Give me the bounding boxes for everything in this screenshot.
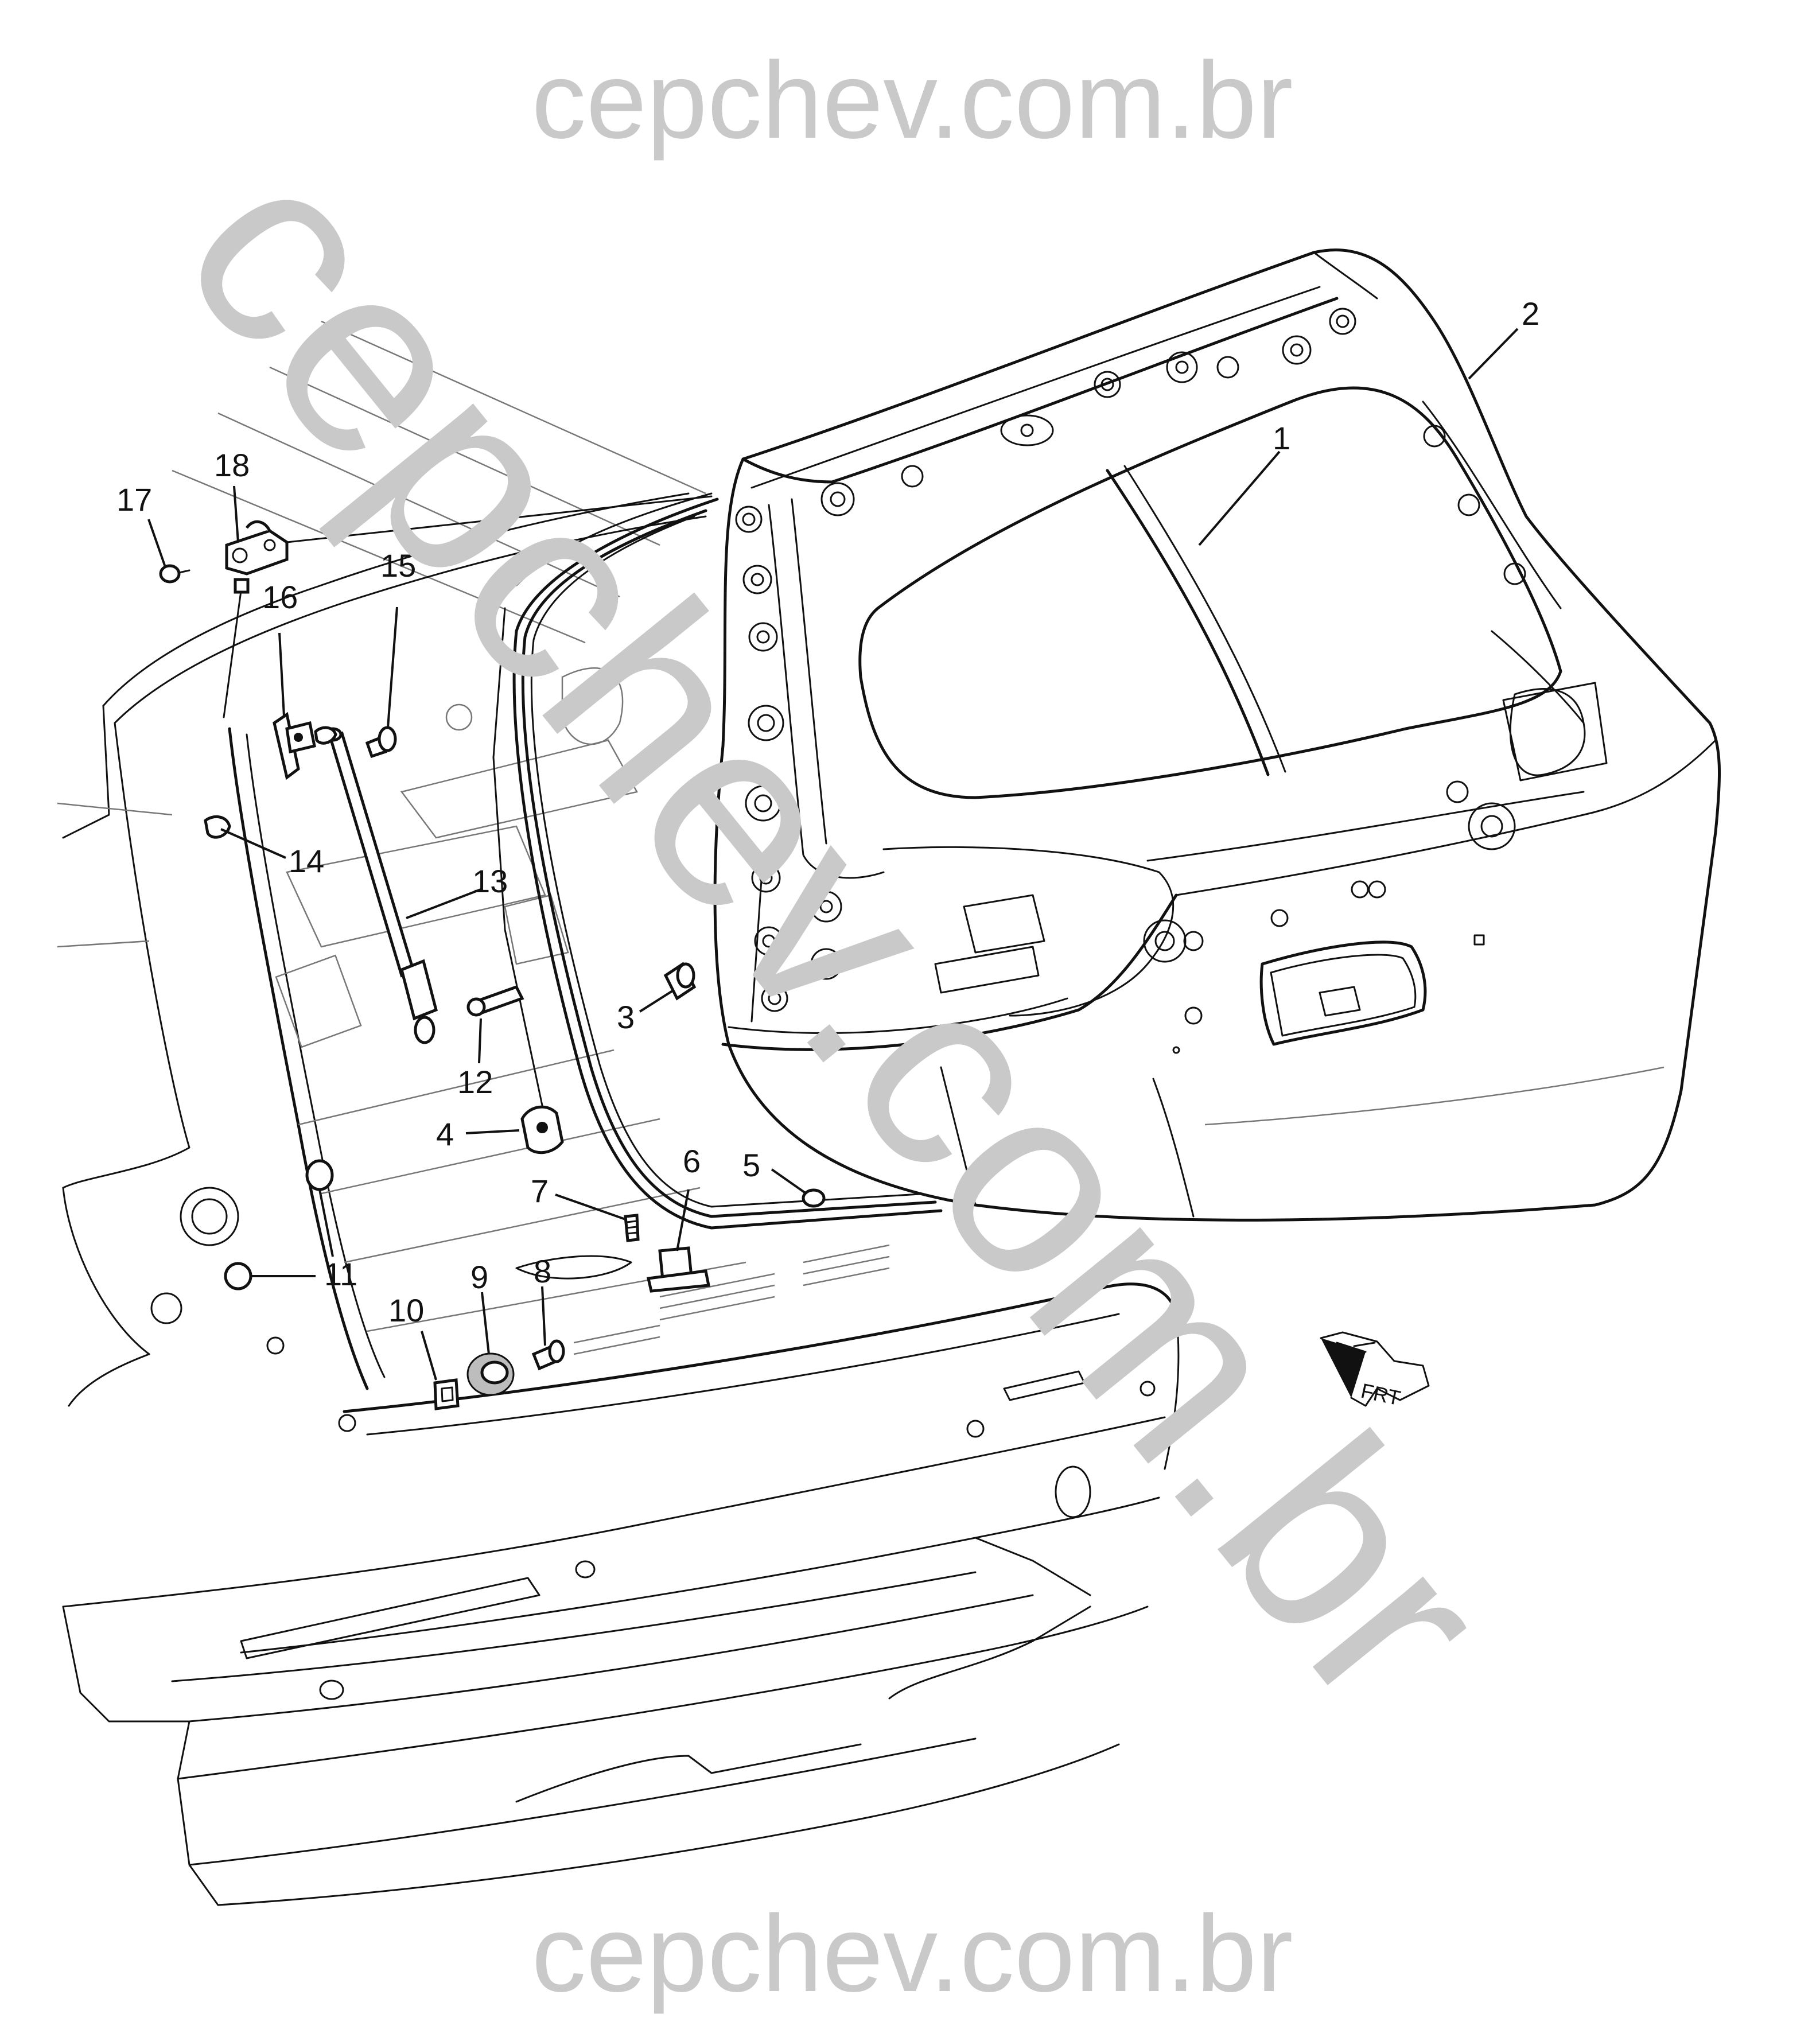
part-screw-7: [624, 1214, 640, 1242]
callout-12: 12: [457, 1064, 493, 1100]
part-latch-6: [646, 1246, 710, 1293]
part-hinge-18: [223, 495, 713, 718]
part-striker-4: [520, 1105, 564, 1154]
liftgate-weatherstrip: [512, 497, 943, 1230]
callout-leaders: [147, 328, 1519, 1381]
part-bracket-16: [273, 712, 337, 780]
callout-7: 7: [531, 1173, 549, 1209]
callout-9: 9: [470, 1259, 488, 1295]
part-bumper-5: [802, 1188, 826, 1208]
callout-5: 5: [742, 1147, 760, 1183]
part-bolt-8: [531, 1339, 565, 1371]
part-gas-strut-13: [323, 727, 438, 1044]
part-bolt-15: [365, 726, 397, 759]
callout-1: 1: [1273, 420, 1290, 456]
liftgate-fastener-holes: [735, 308, 1526, 1025]
callout-18: 18: [214, 447, 250, 483]
callout-13: 13: [472, 863, 508, 899]
part-washer-9: [466, 1352, 515, 1396]
watermark-top: cepchev.com.br: [531, 40, 1293, 161]
part-retainer-10: [433, 1378, 460, 1410]
callout-labels: 1 2 3 4 5 6 7 8 9 10 11 12 13 14 15 16 1…: [116, 296, 1539, 1328]
callout-3: 3: [617, 999, 635, 1035]
part-plugs-11: [224, 1159, 334, 1290]
callout-10: 10: [388, 1292, 424, 1328]
callout-16: 16: [262, 579, 298, 615]
callout-8: 8: [534, 1253, 551, 1289]
part-ball-stud-12: [466, 985, 524, 1017]
part-bolt-17: [159, 564, 190, 584]
front-direction-indicator: FRT: [1320, 1331, 1430, 1410]
callout-11: 11: [324, 1256, 357, 1292]
watermark-bottom: cepchev.com.br: [531, 1893, 1293, 2015]
callout-15: 15: [380, 547, 416, 584]
callout-6: 6: [683, 1143, 701, 1179]
callout-17: 17: [116, 481, 152, 518]
callout-14: 14: [289, 843, 324, 879]
liftgate-assembly: [713, 248, 1721, 1222]
part-clip-14: [204, 815, 231, 839]
callout-2: 2: [1522, 296, 1539, 332]
callout-4: 4: [436, 1116, 454, 1152]
